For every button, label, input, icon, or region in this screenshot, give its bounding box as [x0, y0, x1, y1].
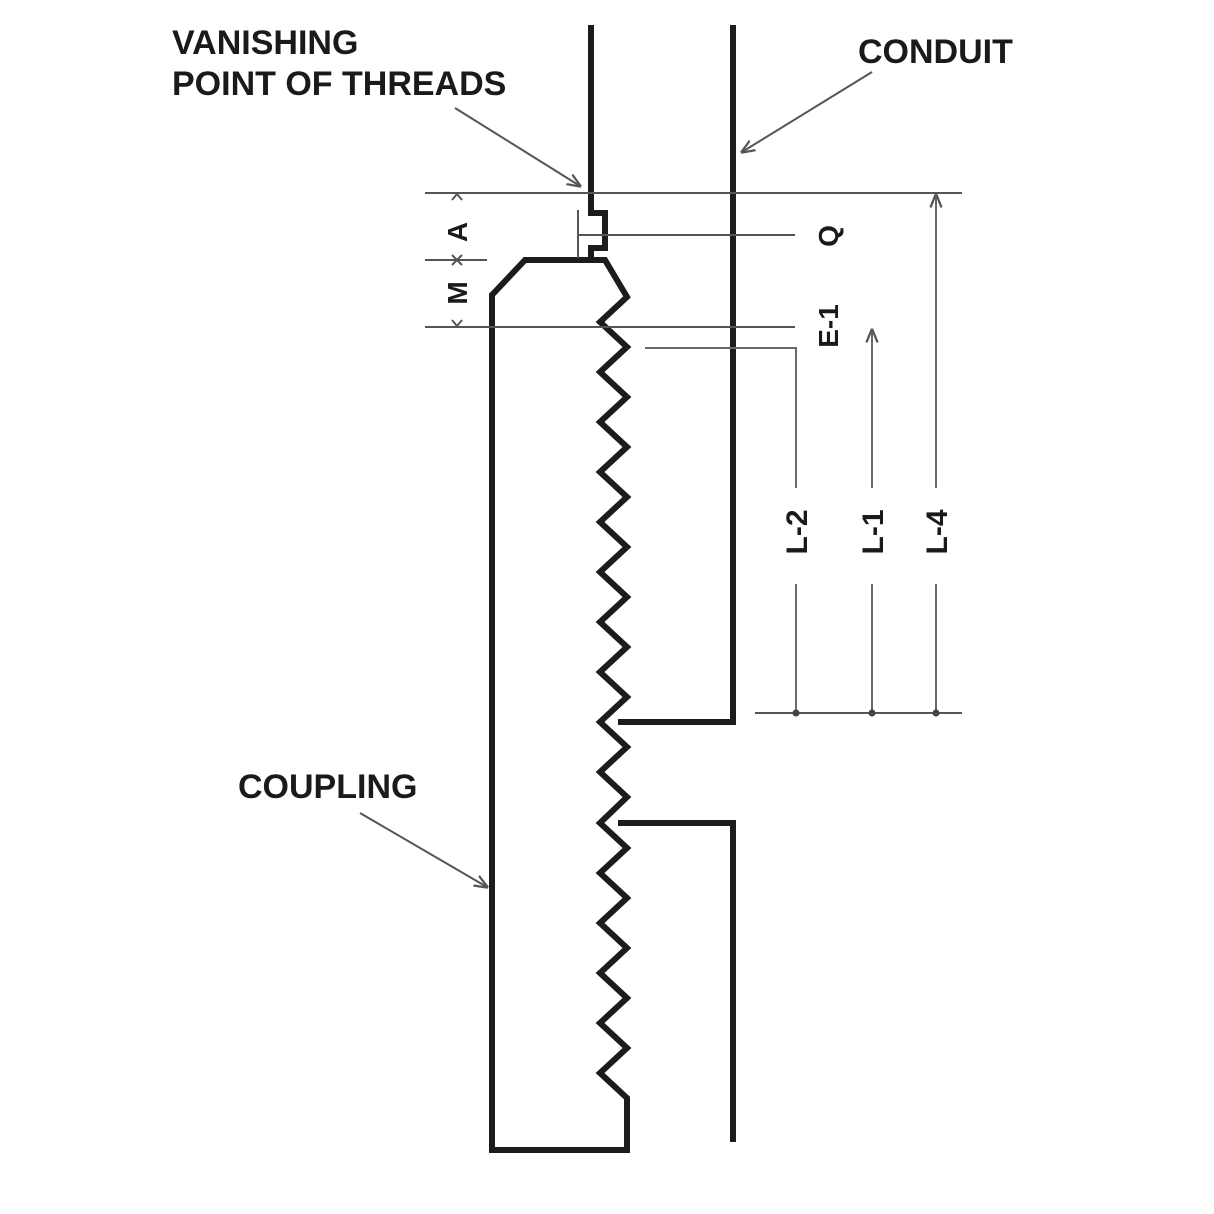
- l1-end-dot: [868, 709, 876, 717]
- coupling-leader: [359, 812, 487, 887]
- am-cross-mark: [451, 254, 463, 266]
- l1-label-gap: [858, 488, 886, 584]
- conduit-inner-wall-upper: [618, 25, 736, 725]
- vanishing-label-line1: VANISHING: [172, 24, 358, 62]
- l2-label-gap: [782, 488, 810, 584]
- l2-dimension-line: [645, 347, 797, 713]
- dim-label-l2: L-2: [781, 510, 814, 555]
- dim-label-m: M: [442, 281, 473, 304]
- a-arrow-top: [451, 192, 463, 201]
- dim-label-e1: E-1: [813, 304, 844, 348]
- l4-label-gap: [922, 488, 950, 584]
- conduit-inner-wall-lower: [618, 820, 736, 1142]
- dim-label-q: Q: [813, 225, 844, 247]
- vanishing-point-leader: [454, 107, 580, 186]
- dim-label-l1: L-1: [857, 510, 890, 555]
- l2-end-dot: [792, 709, 800, 717]
- dim-label-l4: L-4: [921, 509, 954, 554]
- conduit-outer-wall: [588, 25, 608, 262]
- m-arrow-bottom: [451, 319, 463, 328]
- coupling-label: COUPLING: [238, 768, 417, 806]
- leader-arrows: [359, 71, 873, 887]
- dimension-lines: [425, 192, 962, 717]
- conduit-leader: [742, 71, 873, 152]
- dim-label-a: A: [442, 222, 473, 242]
- coupling: [489, 257, 632, 1153]
- vanishing-label-line2: POINT OF THREADS: [172, 65, 506, 103]
- l4-end-dot: [932, 709, 940, 717]
- coupling-threads: [591, 257, 632, 1117]
- conduit-label: CONDUIT: [858, 33, 1013, 71]
- coupling-outline: [489, 257, 630, 1153]
- conduit: [588, 25, 736, 1142]
